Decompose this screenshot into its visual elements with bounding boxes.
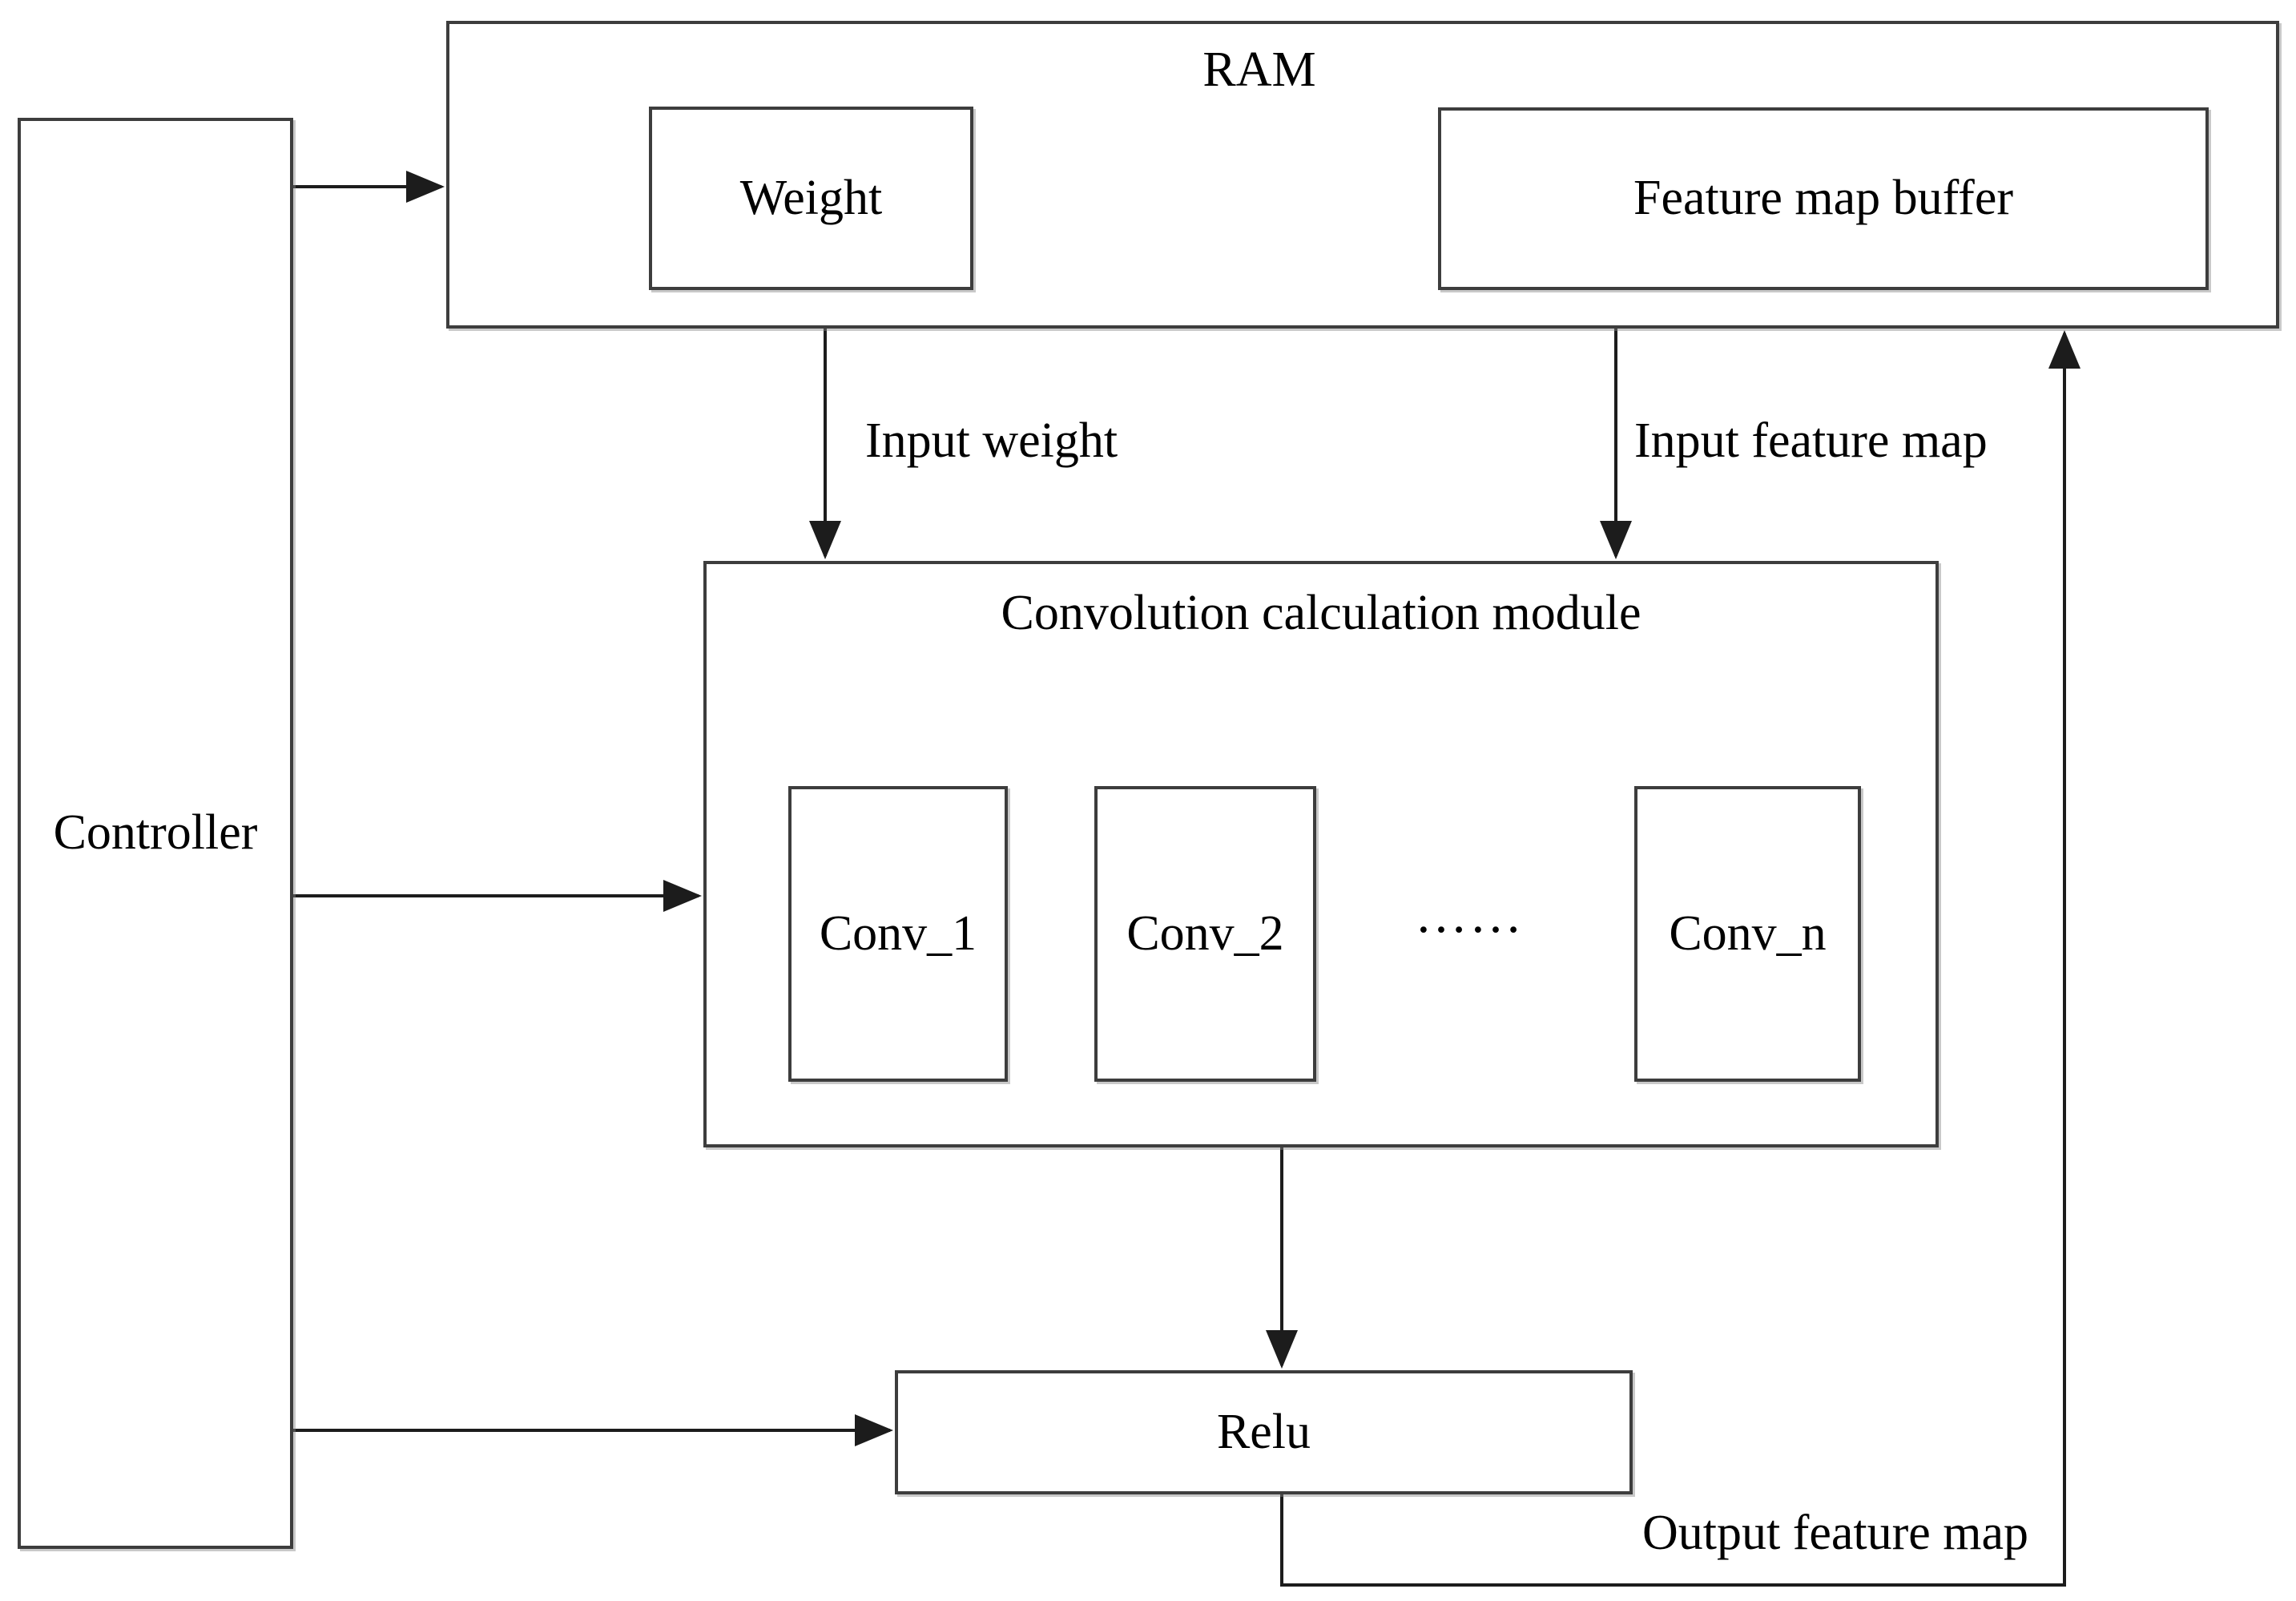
- ram-title: RAM: [1202, 42, 1316, 97]
- relu-box: Relu: [895, 1370, 1633, 1494]
- conv-2-label: Conv_2: [1126, 905, 1284, 961]
- conv-ellipsis: ……: [1415, 885, 1524, 944]
- conv-1-box: Conv_1: [788, 786, 1008, 1082]
- relu-label: Relu: [1216, 1404, 1311, 1459]
- input-weight-label: Input weight: [865, 413, 1118, 470]
- feature-map-buffer-label: Feature map buffer: [1633, 171, 2013, 226]
- ram-box: RAM Weight Feature map buffer: [446, 21, 2279, 329]
- feature-map-buffer-box: Feature map buffer: [1438, 107, 2209, 290]
- conv-n-box: Conv_n: [1634, 786, 1861, 1082]
- output-feature-map-label: Output feature map: [1642, 1505, 2029, 1563]
- convolution-module-box: Convolution calculation module Conv_1 Co…: [703, 561, 1939, 1147]
- conv-2-box: Conv_2: [1094, 786, 1316, 1082]
- weight-box: Weight: [649, 107, 973, 290]
- conv-n-label: Conv_n: [1669, 905, 1827, 961]
- conv-1-label: Conv_1: [819, 905, 977, 961]
- controller-label: Controller: [53, 805, 258, 861]
- input-feature-map-label: Input feature map: [1634, 413, 1988, 470]
- controller-box: Controller: [18, 118, 293, 1549]
- weight-label: Weight: [739, 170, 883, 225]
- convolution-module-title: Convolution calculation module: [1001, 586, 1641, 640]
